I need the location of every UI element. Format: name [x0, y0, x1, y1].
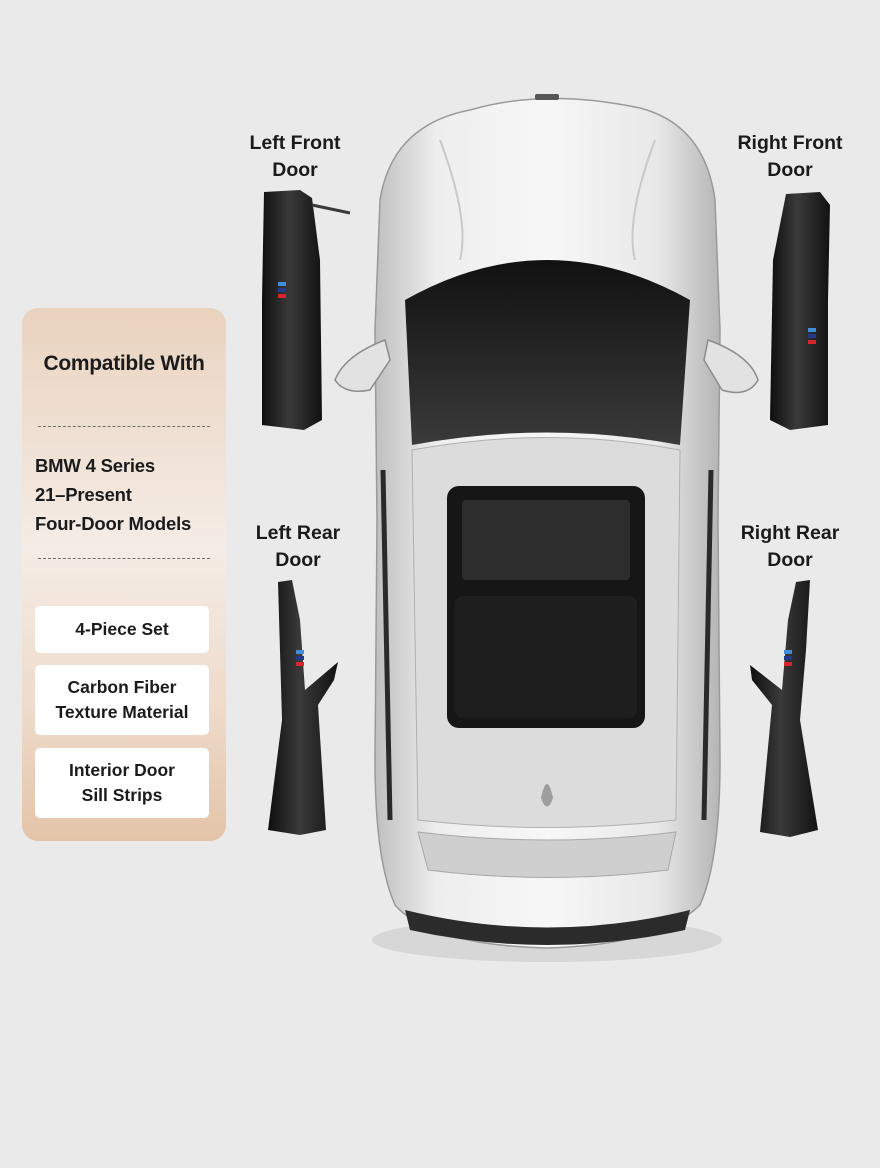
- label-line: Right Rear: [740, 522, 840, 544]
- feature-box-material: Carbon Fiber Texture Material: [35, 665, 209, 735]
- feature-text: Carbon Fiber: [67, 677, 177, 697]
- feature-text: 4-Piece Set: [75, 619, 169, 639]
- label-line: Door: [767, 159, 813, 181]
- dashed-divider: [38, 558, 210, 559]
- feature-text: Sill Strips: [81, 785, 163, 805]
- compat-line: Four-Door Models: [35, 513, 192, 534]
- left-front-sill-strip: [262, 190, 351, 430]
- compatibility-list: BMW 4 Series 21–Present Four-Door Models: [35, 451, 220, 538]
- right-rear-sill-strip: [750, 580, 818, 837]
- compat-line: 21–Present: [35, 484, 132, 505]
- panel-heading: Compatible With: [43, 352, 205, 375]
- compatibility-panel: Compatible With BMW 4 Series 21–Present …: [22, 308, 226, 841]
- label-line: Left Rear: [255, 522, 341, 544]
- left-rear-door-label: Left Rear Door: [228, 520, 368, 574]
- compat-line: BMW 4 Series: [35, 455, 155, 476]
- dashed-divider: [38, 426, 210, 427]
- car-top-view-icon: [334, 94, 759, 949]
- feature-text: Interior Door: [69, 760, 175, 780]
- label-line: Left Front: [249, 132, 341, 154]
- feature-box-type: Interior Door Sill Strips: [35, 748, 209, 818]
- right-rear-door-label: Right Rear Door: [720, 520, 860, 574]
- right-front-sill-strip: [770, 192, 830, 430]
- feature-text: Texture Material: [55, 702, 189, 722]
- left-rear-sill-strip: [268, 580, 338, 835]
- feature-box-set: 4-Piece Set: [35, 606, 209, 653]
- label-line: Door: [767, 549, 813, 571]
- right-front-door-label: Right Front Door: [720, 130, 860, 184]
- label-line: Door: [272, 159, 318, 181]
- label-line: Door: [275, 549, 321, 571]
- label-line: Right Front: [737, 132, 843, 154]
- left-front-door-label: Left Front Door: [225, 130, 365, 184]
